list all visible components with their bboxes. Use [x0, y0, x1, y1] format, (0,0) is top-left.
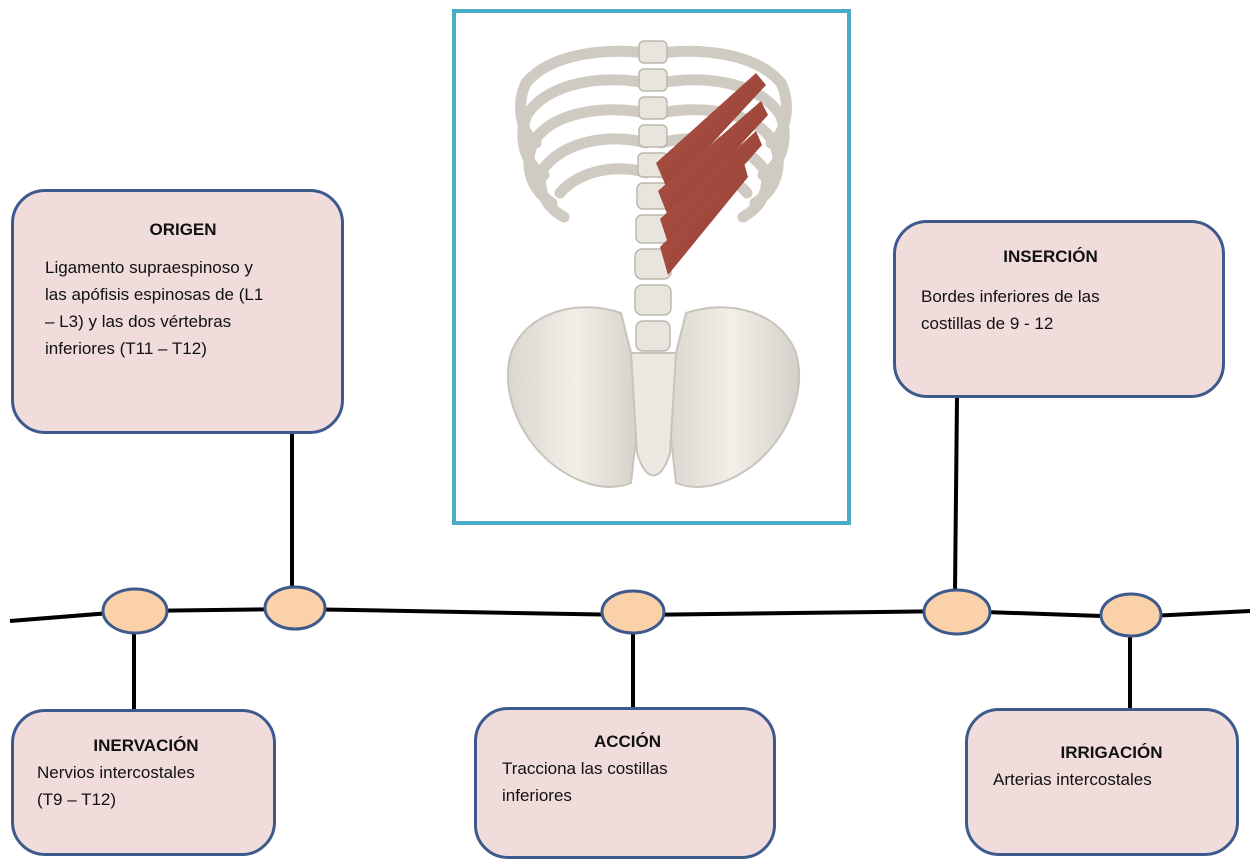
- irrigacion-text: Arterias intercostales: [993, 766, 1216, 793]
- origen-line: inferiores (T11 – T12): [45, 335, 321, 362]
- anatomy-image-frame: [452, 9, 851, 525]
- origen-title: ORIGEN: [45, 216, 321, 243]
- insercion-text: Bordes inferiores de las costillas de 9 …: [921, 283, 1180, 337]
- insercion-line: Bordes inferiores de las: [921, 283, 1180, 310]
- connector-insercion: [955, 398, 957, 590]
- irrigacion-line: Arterias intercostales: [993, 766, 1216, 793]
- timeline-node-irrigacion: [1101, 594, 1161, 636]
- timeline-node-accion: [602, 591, 664, 633]
- timeline-node-origen: [265, 587, 325, 629]
- accion-line: inferiores: [502, 782, 753, 809]
- insercion-box: INSERCIÓN Bordes inferiores de las costi…: [893, 220, 1225, 398]
- insercion-line: costillas de 9 - 12: [921, 310, 1180, 337]
- inervacion-text: Nervios intercostales (T9 – T12): [37, 759, 255, 813]
- irrigacion-title: IRRIGACIÓN: [993, 739, 1216, 766]
- irrigacion-box: IRRIGACIÓN Arterias intercostales: [965, 708, 1239, 856]
- inervacion-box: INERVACIÓN Nervios intercostales (T9 – T…: [11, 709, 276, 856]
- origen-line: Ligamento supraespinoso y: [45, 254, 321, 281]
- origen-text: Ligamento supraespinoso y las apófisis e…: [45, 254, 321, 362]
- inervacion-line: (T9 – T12): [37, 786, 255, 813]
- spine-anatomy-illustration: [456, 13, 847, 521]
- accion-box: ACCIÓN Tracciona las costillas inferiore…: [474, 707, 776, 859]
- accion-text: Tracciona las costillas inferiores: [502, 755, 753, 809]
- origen-box: ORIGEN Ligamento supraespinoso y las apó…: [11, 189, 344, 434]
- accion-title: ACCIÓN: [502, 728, 753, 755]
- timeline-node-inervacion: [103, 589, 167, 633]
- ribs-left: [521, 51, 646, 217]
- inervacion-line: Nervios intercostales: [37, 759, 255, 786]
- serratus-posterior-inferior-muscle: [656, 73, 768, 275]
- insercion-title: INSERCIÓN: [921, 243, 1180, 270]
- origen-line: – L3) y las dos vértebras: [45, 308, 321, 335]
- inervacion-title: INERVACIÓN: [37, 732, 255, 759]
- origen-line: las apófisis espinosas de (L1: [45, 281, 321, 308]
- timeline-node-insercion: [924, 590, 990, 634]
- accion-line: Tracciona las costillas: [502, 755, 753, 782]
